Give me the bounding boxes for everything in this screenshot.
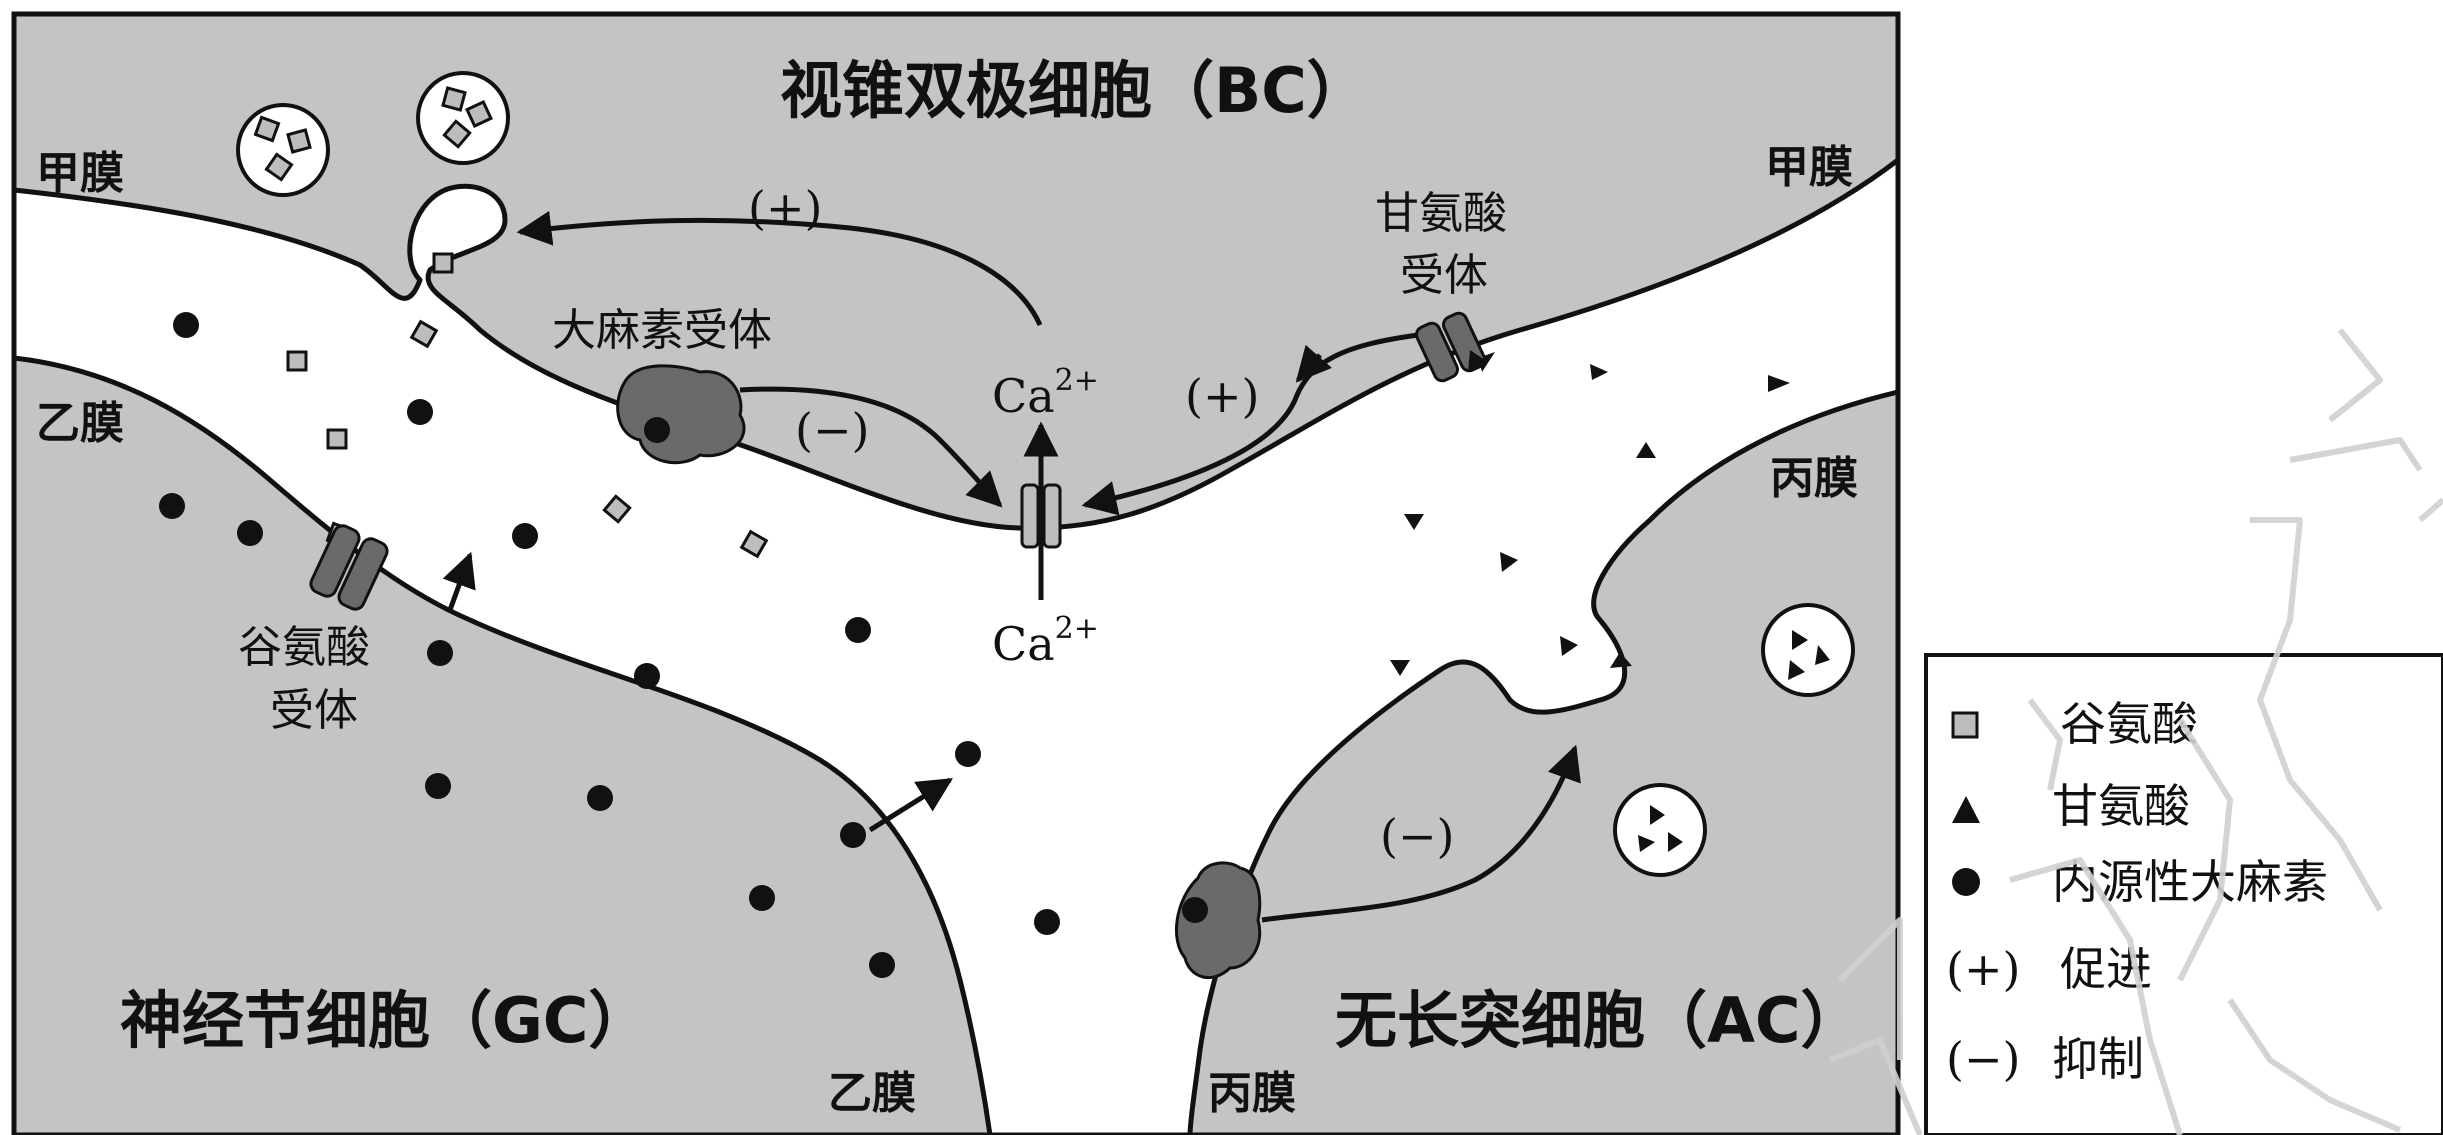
glutamate-receptor-label-line1: 谷氨酸	[238, 622, 370, 673]
legend-box	[1924, 653, 2443, 1135]
gc-title: 神经节细胞（GC）	[120, 984, 650, 1057]
arrow-ec-release-1	[442, 551, 476, 611]
ca-ion-base: Ca	[992, 369, 1055, 423]
glycine-receptor-label-line2: 受体	[1400, 250, 1488, 301]
glycine-receptor-label-line1: 甘氨酸	[1375, 188, 1507, 239]
arrows	[442, 210, 1581, 923]
ca-ion-base: Ca	[992, 617, 1055, 671]
glutamate-receptor	[309, 524, 389, 611]
watermark	[1828, 328, 2443, 1135]
membrane-bing-bottom: 丙膜	[1208, 1068, 1296, 1119]
inhibit-sign-left: (−)	[795, 403, 869, 457]
promote-sign-right: (+)	[1185, 369, 1259, 423]
endocannabinoid-molecules	[159, 312, 1060, 978]
legend-inhibit-label: 抑制	[2052, 1032, 2144, 1086]
cannabinoid-receptor	[616, 364, 746, 465]
glutamate-receptor-label-line2: 受体	[270, 685, 358, 736]
cannabinoid-receptor	[1174, 861, 1262, 979]
glutamate-vesicle	[236, 103, 330, 197]
glycine-vesicle	[1613, 783, 1707, 877]
diagram-frame	[11, 11, 1901, 1135]
legend-endocannabinoid-label: 内源性大麻素	[2052, 855, 2328, 909]
bc-title: 视锥双极细胞（BC）	[780, 54, 1369, 127]
legend-glycine-label: 甘氨酸	[2052, 779, 2190, 833]
legend-glutamate-label: 谷氨酸	[2060, 697, 2198, 751]
ca-ion-charge: 2+	[1055, 363, 1099, 398]
inhibit-sign-bottom: (−)	[1380, 809, 1454, 863]
membrane-jia-right: 甲膜	[1765, 142, 1853, 193]
legend-inhibit-mark: (−)	[1946, 1032, 2020, 1086]
arrow-cb-receptor-to-channel	[739, 386, 1003, 508]
membrane-yi-left: 乙膜	[36, 398, 124, 449]
arrow-glycine-receptor-up	[1295, 344, 1332, 383]
legend-glycine-icon	[1952, 796, 1980, 823]
calcium-channel	[1020, 483, 1062, 549]
cannabinoid-receptor-label: 大麻素受体	[552, 305, 772, 356]
legend: 谷氨酸 甘氨酸 内源性大麻素 (+) 促进 (−) 抑制	[1924, 653, 2443, 1135]
arrow-ca-to-vesicle	[516, 210, 1043, 327]
glycine-receptor	[1414, 311, 1488, 383]
membrane-yi-bottom: 乙膜	[828, 1068, 916, 1119]
legend-glutamate-icon	[1951, 711, 1979, 739]
ca-ion-label-bottom: Ca2+	[992, 611, 1099, 671]
ac-title: 无长突细胞（AC）	[1335, 984, 1863, 1057]
gc-cell	[11, 355, 993, 1135]
membrane-jia-left: 甲膜	[36, 148, 124, 199]
glutamate-vesicle	[416, 71, 510, 165]
arrow-cannabinoid-to-vesicle	[1261, 744, 1581, 923]
arrow-ec-release-2	[868, 777, 953, 833]
arrow-glycine-receptor-to-channel	[1081, 332, 1419, 516]
membrane-bing-right: 丙膜	[1770, 453, 1858, 504]
glycine-vesicle	[1761, 603, 1855, 697]
ca-ion-charge: 2+	[1055, 611, 1099, 646]
legend-promote-mark: (+)	[1946, 942, 2020, 996]
legend-endocannabinoid-icon	[1952, 868, 1980, 896]
promote-sign-top: (+)	[748, 181, 822, 235]
ca-ion-label-top: Ca2+	[992, 363, 1099, 423]
